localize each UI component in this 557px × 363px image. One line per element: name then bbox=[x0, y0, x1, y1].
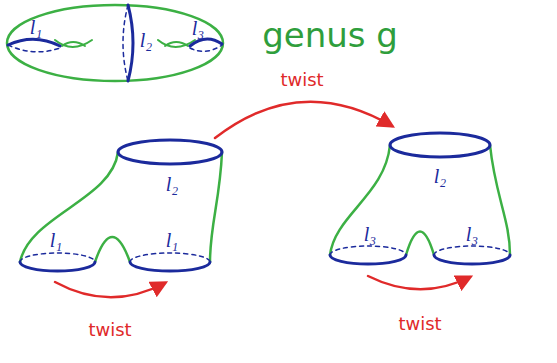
pants-left bbox=[20, 140, 222, 271]
pants-right bbox=[330, 133, 510, 264]
genus-label: genus g bbox=[262, 17, 398, 54]
curve-label: l₃ bbox=[364, 223, 377, 245]
curve-label: l₃ bbox=[192, 17, 205, 39]
genus-surface bbox=[7, 5, 223, 81]
twist-label: twist bbox=[88, 320, 131, 340]
curve-label: l₂ bbox=[166, 173, 179, 195]
curve-label: l₁ bbox=[30, 16, 43, 38]
curve-label: l₂ bbox=[434, 165, 447, 187]
curve-label: l₂ bbox=[140, 29, 153, 51]
twist-label: twist bbox=[398, 314, 441, 334]
twist-label: twist bbox=[280, 70, 323, 90]
twist-arrows bbox=[55, 102, 470, 298]
curve-label: l₁ bbox=[50, 229, 63, 251]
curve-label: l₃ bbox=[466, 223, 479, 245]
curve-label: l₁ bbox=[166, 229, 179, 251]
